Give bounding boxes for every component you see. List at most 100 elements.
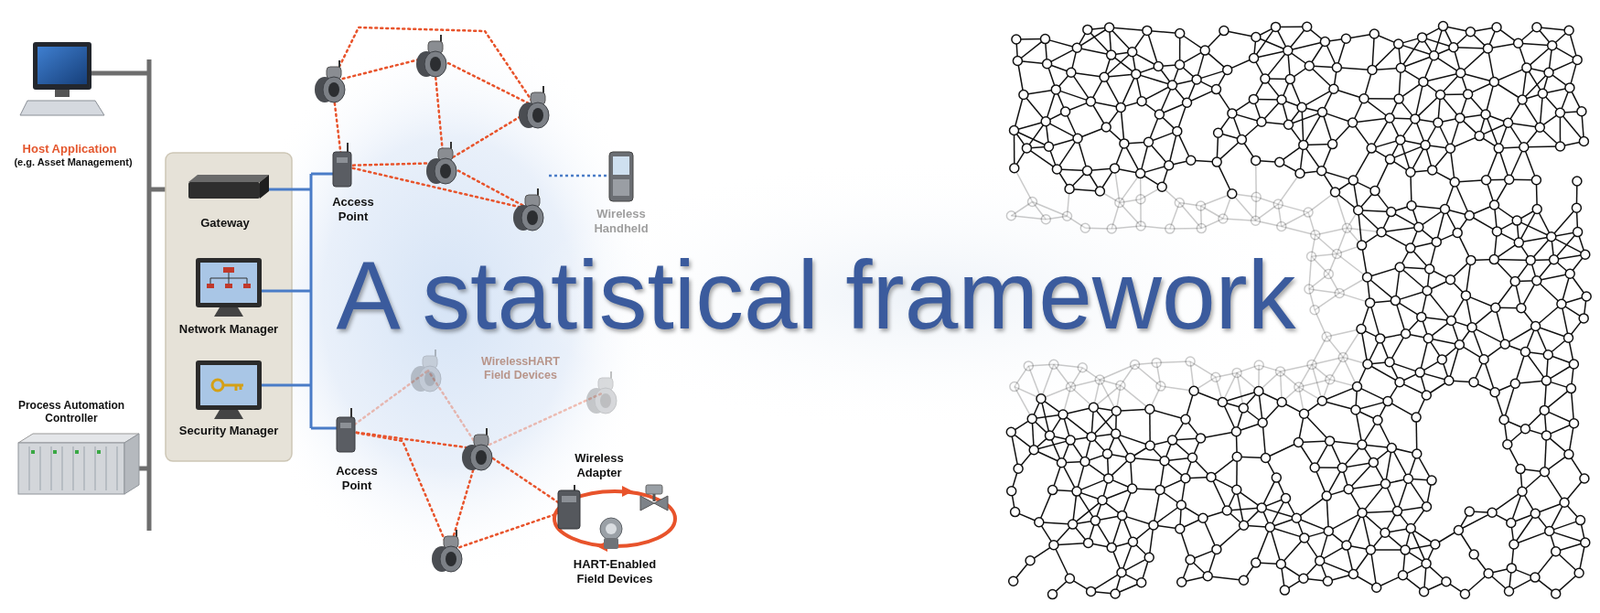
graph-edge — [1353, 118, 1391, 123]
hart-transmitter — [603, 537, 619, 549]
graph-node — [1446, 275, 1456, 285]
security-manager-monitor — [195, 360, 262, 410]
graph-node — [1291, 513, 1301, 523]
field-device-faded — [410, 349, 617, 414]
graph-node — [1464, 211, 1474, 221]
graph-edge — [1301, 107, 1304, 145]
graph-node — [1061, 107, 1071, 117]
graph-node — [1393, 506, 1403, 516]
graph-node — [1531, 322, 1541, 332]
automation-controller — [18, 433, 140, 494]
graph-node — [1576, 515, 1586, 526]
graph-node — [1395, 135, 1406, 145]
graph-node — [1445, 143, 1455, 153]
graph-node — [1153, 62, 1163, 72]
loop-arrow — [622, 485, 634, 497]
graph-edge — [1485, 114, 1499, 149]
graph-node — [1532, 22, 1542, 33]
graph-node — [1337, 462, 1347, 473]
graph-node — [1375, 333, 1386, 344]
automation-controller — [18, 442, 125, 494]
graph-edge — [1256, 526, 1271, 563]
graph-edge — [1458, 512, 1493, 530]
graph-node — [1044, 141, 1054, 151]
graph-node — [1238, 403, 1248, 413]
graph-edge — [1514, 530, 1550, 545]
graph-node — [1260, 74, 1270, 84]
graph-node — [1401, 329, 1411, 339]
graph-node — [1530, 508, 1540, 518]
graph-node — [1041, 214, 1051, 225]
graph-node — [1564, 25, 1574, 35]
graph-edge — [1524, 145, 1561, 148]
graph-node — [1048, 590, 1058, 600]
graph-edge — [1153, 489, 1160, 526]
graph-node — [1555, 107, 1565, 118]
access-point-device — [336, 408, 355, 452]
graph-node — [1503, 118, 1514, 128]
graph-edge — [1361, 329, 1368, 365]
graph-node — [1474, 131, 1484, 141]
graph-node — [1417, 311, 1427, 322]
graph-edge — [1348, 461, 1374, 489]
graph-node — [1294, 382, 1304, 392]
graph-node — [1310, 462, 1320, 473]
network-manager-monitor — [225, 283, 233, 289]
graph-node — [1322, 576, 1332, 586]
graph-edge — [1216, 161, 1233, 194]
graph-node — [1189, 386, 1199, 396]
graph-node — [1381, 479, 1391, 489]
network-manager-monitor — [223, 267, 235, 273]
graph-node — [1467, 322, 1477, 333]
graph-node — [1276, 559, 1286, 570]
graph-node — [1021, 143, 1031, 153]
graph-edge — [1493, 67, 1527, 82]
graph-node — [1256, 117, 1267, 127]
graph-edge — [1109, 27, 1148, 31]
graph-node — [1285, 75, 1295, 85]
graph-node — [1116, 568, 1127, 578]
graph-node — [1174, 198, 1184, 208]
graph-node — [1411, 412, 1421, 422]
graph-node — [1148, 520, 1159, 530]
graph-edge — [1503, 383, 1515, 420]
graph-node — [1544, 67, 1554, 77]
graph-edge — [1549, 530, 1586, 543]
graph-node — [1503, 440, 1513, 450]
graph-node — [1510, 277, 1520, 287]
graph-edge — [1385, 448, 1393, 484]
graph-edge — [1277, 173, 1300, 205]
graph-node — [1460, 589, 1470, 599]
graph-node — [1271, 472, 1281, 483]
graph-edge — [1367, 277, 1396, 301]
graph-node — [1321, 491, 1332, 501]
graph-edge — [1120, 74, 1137, 108]
graph-node — [1254, 386, 1264, 397]
graph-node — [1394, 94, 1404, 104]
part-label: Security Manager — [179, 423, 279, 439]
graph-node — [1013, 463, 1023, 473]
graph-edge — [1362, 511, 1397, 514]
graph-node — [1006, 211, 1016, 221]
part-label: HART-Enabled Field Devices — [558, 557, 671, 586]
graph-node — [1331, 63, 1342, 73]
graph-node — [1045, 430, 1055, 441]
graph-node — [1182, 97, 1192, 108]
graph-node — [1504, 586, 1515, 596]
field-device — [513, 188, 544, 231]
graph-edge — [1545, 472, 1566, 503]
handheld-link — [548, 174, 608, 178]
graph-node — [1423, 333, 1433, 344]
graph-node — [1403, 473, 1413, 484]
graph-node — [1353, 205, 1364, 215]
graph-node — [1009, 382, 1020, 392]
graph-node — [1334, 288, 1344, 298]
graph-node — [1357, 240, 1367, 250]
part-label: Access Point — [328, 463, 386, 493]
graph-node — [1239, 520, 1249, 530]
graph-node — [1048, 485, 1058, 495]
graph-node — [1086, 431, 1096, 441]
graph-node — [1525, 255, 1536, 265]
host-computer — [54, 89, 70, 97]
graph-node — [1572, 54, 1582, 65]
